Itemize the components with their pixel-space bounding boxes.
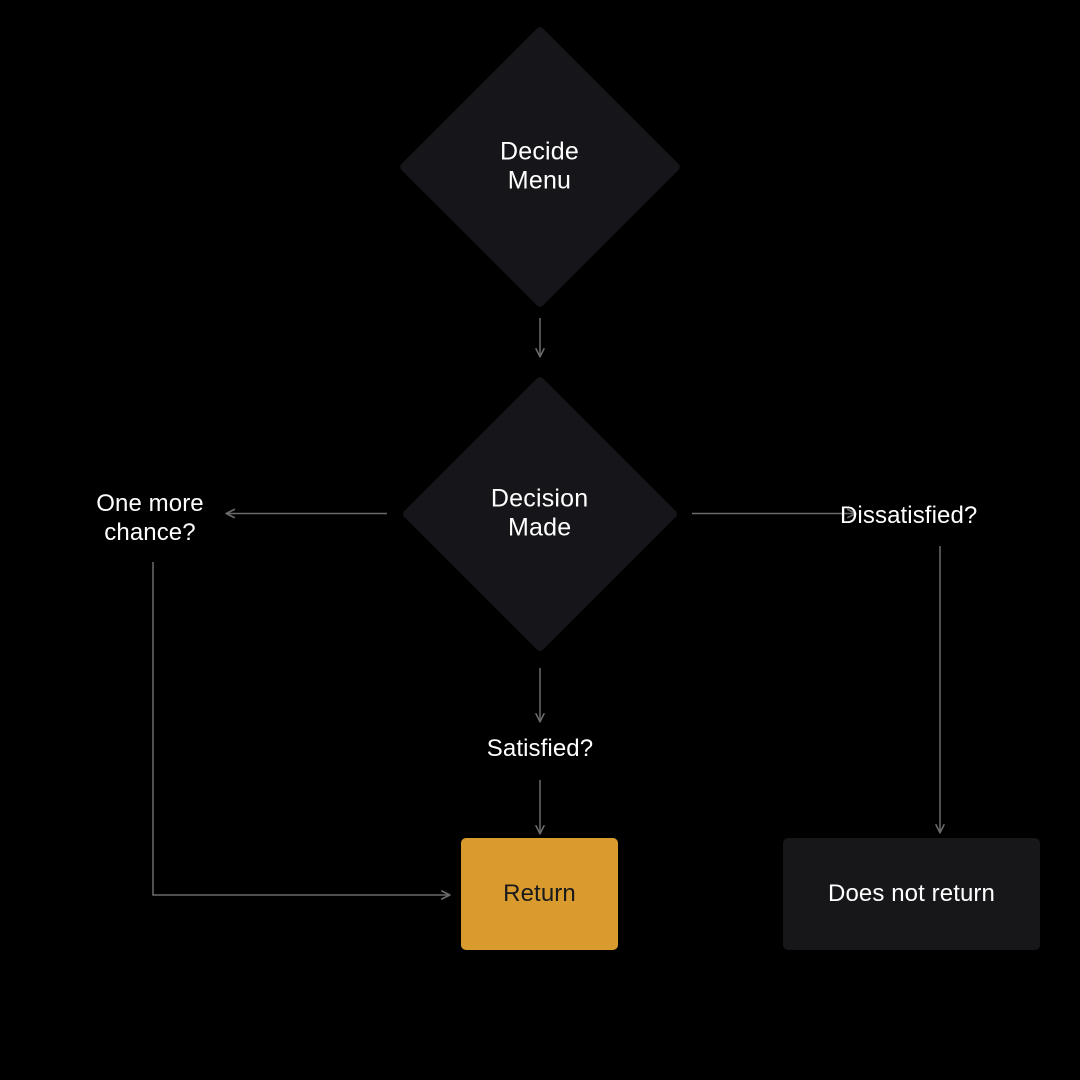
node-return-label: Return bbox=[503, 880, 576, 907]
node-does-not-return-label: Does not return bbox=[828, 880, 995, 907]
node-decision-made[interactable]: Decision Made bbox=[401, 375, 679, 653]
node-return[interactable]: Return bbox=[461, 838, 618, 950]
edge-label-one-more-chance: One more chance? bbox=[96, 490, 204, 546]
edge-one-more-chance-to-return bbox=[152, 562, 451, 900]
edge-label-dissatisfied: Dissatisfied? bbox=[840, 502, 978, 529]
node-decision-made-label: Decision Made bbox=[491, 484, 589, 542]
edge-label-satisfied: Satisfied? bbox=[486, 735, 594, 762]
node-decide-menu-label: Decide Menu bbox=[500, 137, 580, 195]
node-decide-menu[interactable]: Decide Menu bbox=[398, 25, 682, 309]
node-does-not-return[interactable]: Does not return bbox=[783, 838, 1040, 950]
